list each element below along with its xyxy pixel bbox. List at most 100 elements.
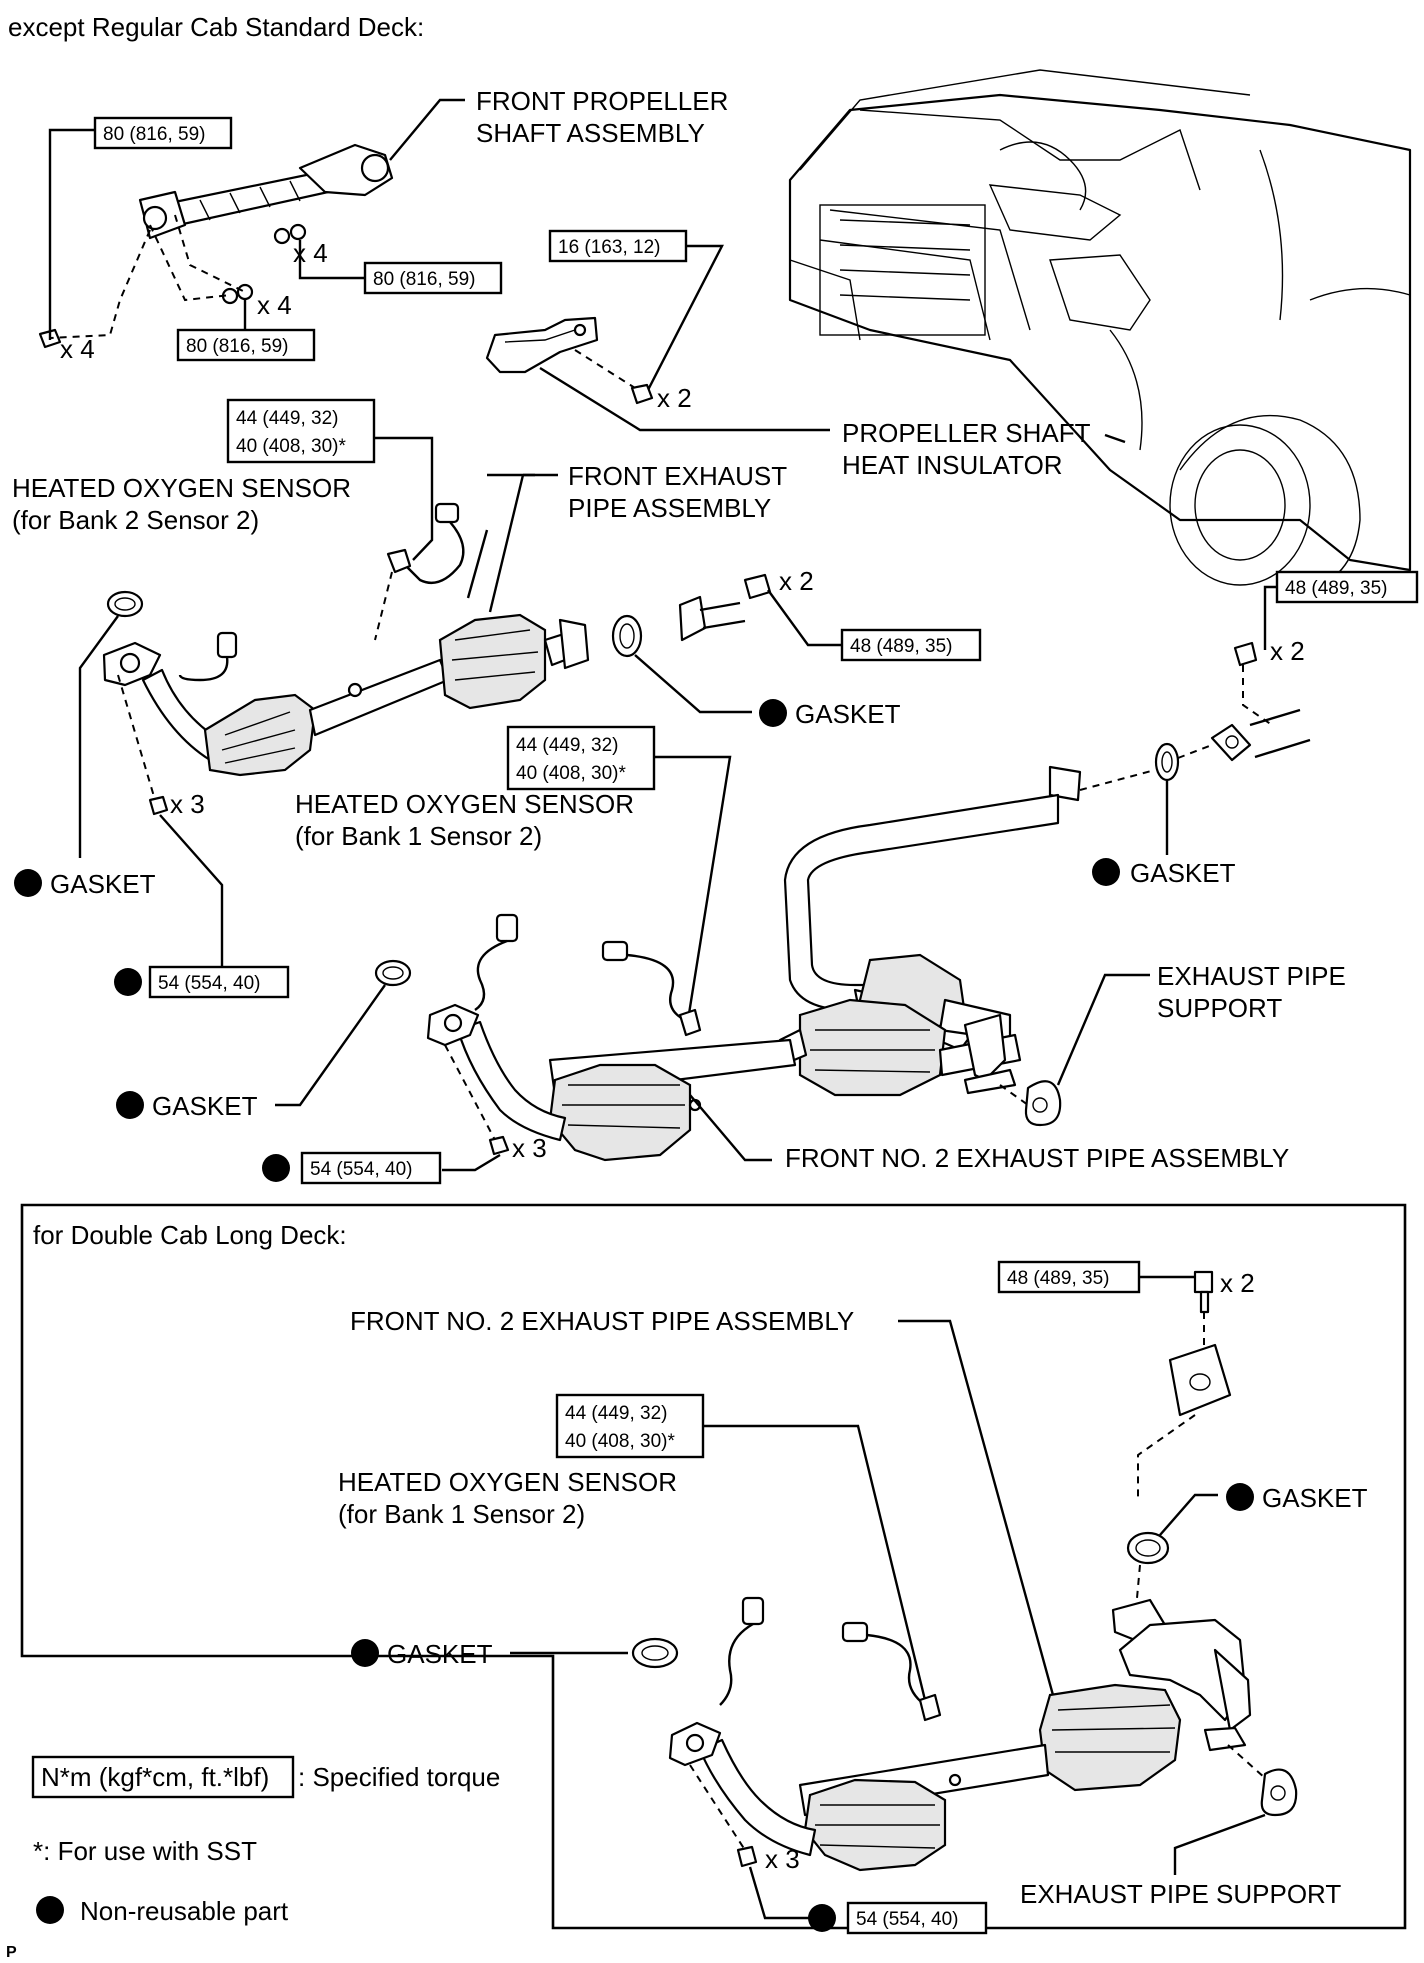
torque-value: 54 (554, 40) bbox=[856, 1909, 958, 1930]
gasket bbox=[106, 590, 144, 618]
front-propeller-label-l2: SHAFT ASSEMBLY bbox=[476, 118, 705, 148]
torque-box-pair bbox=[506, 725, 656, 791]
inset-frame bbox=[20, 1203, 1407, 1930]
gasket bbox=[1126, 1531, 1170, 1565]
front-no2-label-inset: FRONT NO. 2 EXHAUST PIPE ASSEMBLY bbox=[350, 1306, 854, 1336]
qty-label: x 4 bbox=[257, 290, 292, 320]
qty-label: x 2 bbox=[1270, 636, 1305, 666]
propeller-fasteners bbox=[38, 223, 307, 349]
gasket-label: GASKET bbox=[1130, 858, 1236, 888]
propeller-heat-insulator bbox=[485, 316, 599, 374]
nonreusable-mark bbox=[808, 1904, 836, 1932]
qty-label: x 2 bbox=[779, 566, 814, 596]
torque-value: 48 (489, 35) bbox=[850, 636, 952, 657]
ho2-sensor-bank2 bbox=[386, 502, 465, 585]
front-no2-exhaust-pipe bbox=[426, 765, 1082, 1162]
front-propeller-shaft bbox=[138, 143, 394, 240]
front-exhaust-label-l1: FRONT EXHAUST bbox=[568, 461, 787, 491]
front-no2-exhaust-pipe-inset bbox=[668, 1598, 1252, 1872]
page-title: except Regular Cab Standard Deck: bbox=[8, 12, 424, 42]
qty-label: x 3 bbox=[170, 789, 205, 819]
ho2-bank1-inset-l2: (for Bank 1 Sensor 2) bbox=[338, 1499, 585, 1529]
inset-title: for Double Cab Long Deck: bbox=[33, 1220, 347, 1250]
torque-box bbox=[300, 1151, 442, 1185]
legend-sst-note: *: For use with SST bbox=[33, 1836, 257, 1866]
nonreusable-mark bbox=[14, 869, 42, 897]
propeller-insulator-label-l2: HEAT INSULATOR bbox=[842, 450, 1063, 480]
ho2-bank1-label-l2: (for Bank 1 Sensor 2) bbox=[295, 821, 542, 851]
torque-value: 44 (449, 32) bbox=[516, 735, 618, 756]
front-exhaust-label-l2: PIPE ASSEMBLY bbox=[568, 493, 771, 523]
torque-box bbox=[93, 116, 233, 150]
nonreusable-mark bbox=[1226, 1483, 1254, 1511]
propeller-insulator-label-l1: PROPELLER SHAFT bbox=[842, 418, 1091, 448]
nonreusable-mark bbox=[351, 1639, 379, 1667]
gasket-label: GASKET bbox=[152, 1091, 258, 1121]
gasket bbox=[374, 959, 412, 987]
torque-box bbox=[840, 628, 982, 662]
gasket bbox=[611, 614, 643, 658]
nonreusable-mark bbox=[759, 699, 787, 727]
nonreusable-mark bbox=[36, 1896, 64, 1924]
torque-value: 54 (554, 40) bbox=[310, 1159, 412, 1180]
vehicle-front-illustration bbox=[788, 69, 1412, 591]
torque-box-pair bbox=[555, 1393, 705, 1459]
torque-box bbox=[176, 328, 316, 362]
torque-value: 80 (816, 59) bbox=[373, 269, 475, 290]
torque-value: 40 (408, 30)* bbox=[516, 763, 626, 784]
torque-value: 44 (449, 32) bbox=[236, 408, 338, 429]
gasket bbox=[1154, 742, 1180, 782]
ho2-bank2-label-l2: (for Bank 2 Sensor 2) bbox=[12, 505, 259, 535]
nonreusable-mark bbox=[114, 968, 142, 996]
ho2-bank2-label-l1: HEATED OXYGEN SENSOR bbox=[12, 473, 351, 503]
gasket-label: GASKET bbox=[795, 699, 901, 729]
legend: N*m (kgf*cm, ft.*lbf) : Specified torque… bbox=[31, 1755, 500, 1926]
exhaust-support-label-l2: SUPPORT bbox=[1157, 993, 1282, 1023]
qty-label: x 3 bbox=[765, 1844, 800, 1874]
qty-label: x 2 bbox=[657, 383, 692, 413]
torque-box bbox=[846, 1901, 988, 1935]
gasket-label: GASKET bbox=[387, 1639, 493, 1669]
legend-torque-unit: N*m (kgf*cm, ft.*lbf) bbox=[41, 1762, 269, 1792]
legend-torque-box bbox=[31, 1755, 295, 1799]
qty-label: x 4 bbox=[60, 334, 95, 364]
legend-nonreusable: Non-reusable part bbox=[80, 1896, 289, 1926]
torque-value: 16 (163, 12) bbox=[558, 237, 660, 258]
front-no2-label: FRONT NO. 2 EXHAUST PIPE ASSEMBLY bbox=[785, 1143, 1289, 1173]
ho2-sensor-pair-inset bbox=[719, 1596, 942, 1722]
torque-value: 44 (449, 32) bbox=[565, 1403, 667, 1424]
nonreusable-mark bbox=[262, 1154, 290, 1182]
torque-value: 80 (816, 59) bbox=[186, 336, 288, 357]
ho2-bank1-inset-l1: HEATED OXYGEN SENSOR bbox=[338, 1467, 677, 1497]
qty-label: x 2 bbox=[1220, 1268, 1255, 1298]
ho2-bank1-label-l1: HEATED OXYGEN SENSOR bbox=[295, 789, 634, 819]
exhaust-pipe-support-inset bbox=[1260, 1768, 1298, 1817]
torque-value: 48 (489, 35) bbox=[1285, 578, 1387, 599]
exhaust-support-label-l1: EXHAUST PIPE bbox=[1157, 961, 1346, 991]
ho2-sensor-pair-upper bbox=[474, 913, 702, 1037]
ho2-sensor-small bbox=[178, 631, 238, 682]
nonreusable-mark bbox=[1092, 858, 1120, 886]
torque-box bbox=[548, 229, 688, 263]
torque-box bbox=[997, 1260, 1141, 1294]
front-propeller-label-l1: FRONT PROPELLER bbox=[476, 86, 728, 116]
nonreusable-mark bbox=[116, 1091, 144, 1119]
corner-mark: P bbox=[6, 1944, 17, 1961]
gasket bbox=[631, 1637, 679, 1669]
torque-value: 80 (816, 59) bbox=[103, 124, 205, 145]
gasket-label: GASKET bbox=[1262, 1483, 1368, 1513]
pipe-flange bbox=[1168, 1343, 1232, 1417]
torque-box bbox=[363, 261, 503, 295]
torque-box bbox=[148, 965, 290, 999]
qty-label: x 4 bbox=[293, 238, 328, 268]
front-exhaust-pipe-bank2 bbox=[102, 613, 590, 777]
pipe-flange bbox=[678, 573, 772, 642]
torque-box-pair bbox=[226, 398, 376, 464]
gasket-label: GASKET bbox=[50, 869, 156, 899]
legend-torque-desc: : Specified torque bbox=[298, 1762, 500, 1792]
exhaust-support-label-inset: EXHAUST PIPE SUPPORT bbox=[1020, 1879, 1341, 1909]
torque-value: 40 (408, 30)* bbox=[236, 436, 346, 457]
exhaust-pipe-support bbox=[1024, 1080, 1062, 1127]
qty-label: x 3 bbox=[512, 1133, 547, 1163]
